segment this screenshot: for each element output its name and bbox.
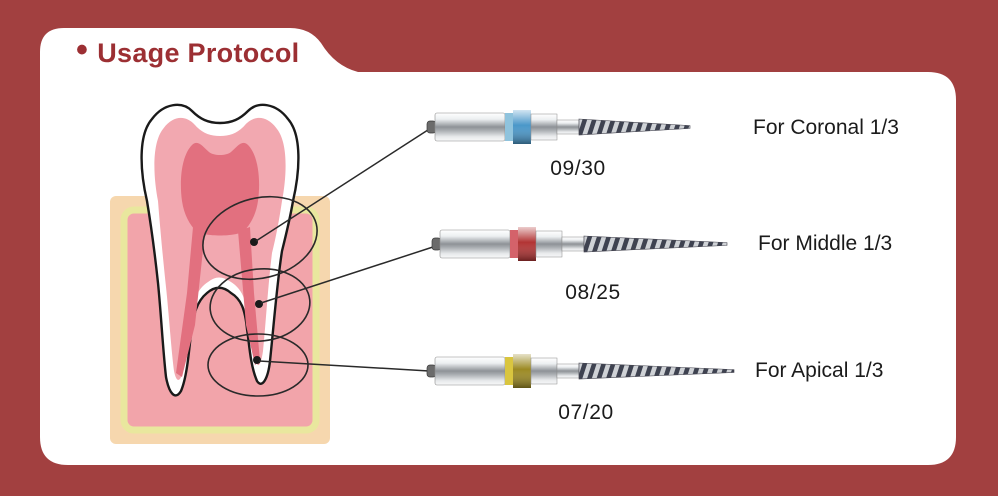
file-size-label-coronal: 09/30 (550, 157, 606, 180)
file-shaft (556, 363, 580, 379)
usage-label-apical: For Apical 1/3 (755, 359, 884, 382)
file-ring-light (505, 357, 513, 385)
section-title-text: Usage Protocol (97, 37, 300, 68)
usage-label-middle: For Middle 1/3 (758, 232, 893, 255)
file-ring-light (505, 113, 513, 141)
root-canal-right (238, 227, 260, 365)
tooth-cross-section-illustration (110, 103, 330, 444)
section-title: • Usage Protocol (76, 31, 300, 70)
file-tip-knob (431, 237, 442, 251)
tooth-pulp-chamber (180, 142, 260, 236)
endo-file-apical-icon (426, 354, 735, 388)
coronal-pointer-dot (250, 238, 258, 246)
file-collar (530, 113, 558, 141)
file-handle (439, 229, 511, 259)
file-tip-knob (426, 364, 437, 378)
file-spiral-flutes (578, 362, 735, 380)
file-size-label-middle: 08/25 (565, 281, 621, 304)
file-spiral-flutes (583, 235, 728, 253)
file-shaft (561, 236, 585, 252)
file-handle (434, 112, 506, 142)
file-handle (434, 356, 506, 386)
file-ring-shade (518, 227, 536, 261)
file-collar (530, 357, 558, 385)
title-bullet-icon: • (76, 31, 89, 69)
file-collar (535, 230, 563, 258)
file-shaft (556, 119, 580, 135)
apical-pointer-dot (253, 356, 261, 364)
file-size-label-apical: 07/20 (558, 401, 614, 424)
root-canal-left (176, 227, 205, 377)
file-spiral-flutes (578, 118, 691, 136)
file-ring-shade (513, 354, 531, 388)
middle-pointer-dot (255, 300, 263, 308)
file-ring-light (510, 230, 518, 258)
usage-label-coronal: For Coronal 1/3 (753, 116, 899, 139)
endo-file-coronal-icon (426, 110, 691, 144)
file-ring-shade (513, 110, 531, 144)
endo-file-middle-icon (431, 227, 728, 261)
file-tip-knob (426, 120, 437, 134)
